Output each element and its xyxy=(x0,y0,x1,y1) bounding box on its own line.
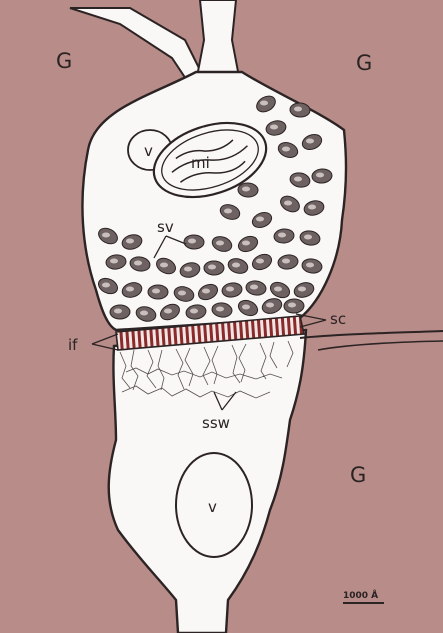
vesicle-highlight xyxy=(216,307,224,312)
vesicle-highlight xyxy=(288,303,296,308)
vesicle-highlight xyxy=(164,309,172,314)
vesicle-highlight xyxy=(184,267,192,272)
vesicle-highlight xyxy=(226,287,234,292)
vesicle-highlight xyxy=(274,287,282,292)
label-vacuole-lower: v xyxy=(208,498,217,516)
vesicle-highlight xyxy=(316,173,324,178)
vesicle-highlight xyxy=(208,265,216,270)
vesicle-highlight xyxy=(304,235,312,240)
scale-bar-label: 1000 Å xyxy=(343,590,378,601)
vesicle-highlight xyxy=(126,287,134,292)
vesicle-highlight xyxy=(190,309,198,314)
vesicle-highlight xyxy=(256,259,264,264)
vesicle-highlight xyxy=(284,201,292,206)
vesicle-highlight xyxy=(294,177,302,182)
vesicle-highlight xyxy=(242,187,250,192)
vesicle-highlight xyxy=(126,239,134,244)
vesicle-highlight xyxy=(102,233,110,238)
vesicle-highlight xyxy=(306,263,314,268)
vesicle-highlight xyxy=(160,263,168,268)
label-intercellular-filaments: if xyxy=(68,336,78,354)
vesicle-highlight xyxy=(216,241,224,246)
vesicle-highlight xyxy=(102,283,110,288)
label-mitochondrion: mi xyxy=(191,154,210,172)
label-glia-top-right: G xyxy=(356,51,372,75)
vesicle-highlight xyxy=(250,285,258,290)
vesicle-highlight xyxy=(242,241,250,246)
vesicle-highlight xyxy=(308,205,316,210)
label-synaptic-cleft: sc xyxy=(330,310,346,328)
vesicle-highlight xyxy=(282,259,290,264)
vesicle-highlight xyxy=(282,147,290,152)
label-subsynaptic-web: ssw xyxy=(202,414,230,432)
vesicle-highlight xyxy=(178,291,186,296)
vesicle-highlight xyxy=(224,209,232,214)
vesicle-highlight xyxy=(298,287,306,292)
label-glia-top-left: G xyxy=(56,49,72,73)
vesicle-highlight xyxy=(242,305,250,310)
vesicle-highlight xyxy=(266,303,274,308)
vesicle-highlight xyxy=(202,289,210,294)
vesicle-highlight xyxy=(110,259,118,264)
vesicle-highlight xyxy=(232,263,240,268)
vesicle-highlight xyxy=(152,289,160,294)
vesicle-highlight xyxy=(294,107,302,112)
vesicle-highlight xyxy=(260,101,268,106)
vesicle-highlight xyxy=(256,217,264,222)
vesicle-highlight xyxy=(188,239,196,244)
label-synaptic-vesicles: sv xyxy=(157,218,174,236)
vesicle-highlight xyxy=(140,311,148,316)
vesicle-highlight xyxy=(306,139,314,144)
vesicle-highlight xyxy=(114,309,122,314)
vesicle-highlight xyxy=(278,233,286,238)
vesicle-highlight xyxy=(134,261,142,266)
vesicle-highlight xyxy=(270,125,278,130)
label-glia-bottom-right: G xyxy=(350,463,366,487)
label-vacuole-upper: v xyxy=(144,142,153,160)
